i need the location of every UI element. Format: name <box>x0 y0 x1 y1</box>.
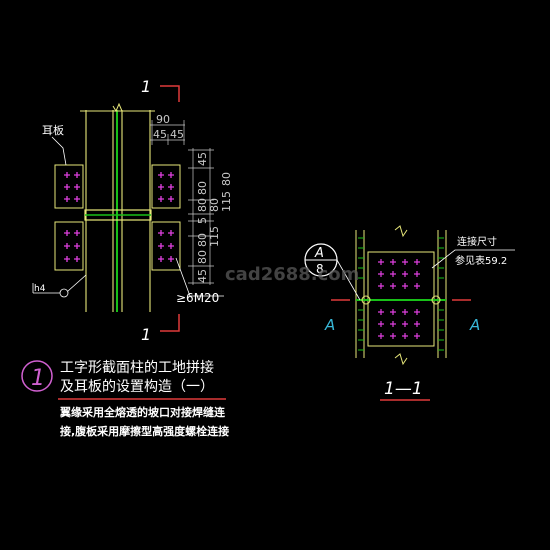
ear-plate-label: 耳板 <box>42 123 64 137</box>
joint-weld-right <box>431 295 441 305</box>
bolt-spec-leader <box>175 257 224 297</box>
title-number: 1 <box>31 366 45 391</box>
dim-r1-45b: 45 <box>196 269 209 283</box>
ear-plate-leader <box>51 136 67 166</box>
top-dimension-lines <box>150 120 185 145</box>
joint-weld-left <box>361 295 371 305</box>
connection-size-label: 连接尺寸 <box>457 235 497 248</box>
section-break-marks <box>394 225 408 366</box>
dim-r1-5: 5 <box>196 217 209 224</box>
dim-r1-80c: 80 <box>196 233 209 247</box>
connection-note-leader <box>431 249 515 269</box>
left-elevation-view: 1 1 <box>32 77 233 344</box>
detail-bubble-bottom: 8 <box>316 262 324 276</box>
ear-plate-left <box>54 164 84 271</box>
flange-bolt-chain-left <box>358 237 364 351</box>
right-dimension-text-col2: 80 115 115 80 <box>208 172 233 247</box>
watermark: cad2688.com <box>225 264 359 285</box>
bolt-spec-label: ≥6M20 <box>176 291 219 305</box>
break-mark-top <box>80 102 155 113</box>
dim-r2-115b: 115 <box>208 226 221 247</box>
dim-r2-80b: 80 <box>208 198 221 212</box>
dim-top-45b: 45 <box>170 128 184 141</box>
right-dimension-text-col1: 45 80 80 5 80 80 45 <box>196 152 209 283</box>
detail-bubble <box>304 243 361 301</box>
flange-bolt-chain-right <box>438 237 444 351</box>
right-section-view: A A A 8 连接尺寸 参见表59.2 1—1 <box>304 225 515 401</box>
cut-label-left: A <box>324 316 335 334</box>
dim-r2-80a: 80 <box>220 172 233 186</box>
weld-symbol-label: h4 <box>34 284 46 294</box>
dim-r1-80d: 80 <box>196 250 209 264</box>
column-flanges <box>85 110 151 312</box>
see-table-label: 参见表59.2 <box>455 254 507 267</box>
section-mark-top: 1 <box>141 77 151 96</box>
dim-r1-80a: 80 <box>196 181 209 195</box>
web-bolt-group <box>378 259 420 339</box>
note-line2: 接,腹板采用摩擦型高强度螺栓连接 <box>60 424 229 438</box>
title-number-circle <box>21 360 53 392</box>
dim-r2-115a: 115 <box>220 191 233 212</box>
cut-label-right: A <box>469 316 480 334</box>
title-block: 1 工字形截面柱的工地拼接 及耳板的设置构造（一） 翼缘采用全熔透的坡口对接焊缝… <box>21 359 229 438</box>
section-title: 1—1 <box>384 379 423 399</box>
title-line1: 工字形截面柱的工地拼接 <box>60 359 214 376</box>
weld-symbol <box>32 274 87 298</box>
section-mark-top-line <box>160 85 180 102</box>
dim-top-45a: 45 <box>153 128 167 141</box>
section-mark-bottom-line <box>160 314 180 332</box>
bolt-group-right <box>158 172 174 262</box>
note-line1: 翼缘采用全熔透的坡口对接焊缝连 <box>59 405 226 419</box>
dim-r1-80b: 80 <box>196 198 209 212</box>
ear-plate-right <box>151 164 181 271</box>
detail-bubble-top: A <box>314 246 324 261</box>
section-flanges <box>355 230 447 358</box>
title-line2: 及耳板的设置构造（一） <box>60 379 214 395</box>
dim-r1-45a: 45 <box>196 152 209 166</box>
section-mark-bottom: 1 <box>141 325 151 344</box>
dim-top-90: 90 <box>156 113 170 126</box>
right-dimension-lines <box>188 148 214 285</box>
bolt-group-left <box>64 172 80 262</box>
